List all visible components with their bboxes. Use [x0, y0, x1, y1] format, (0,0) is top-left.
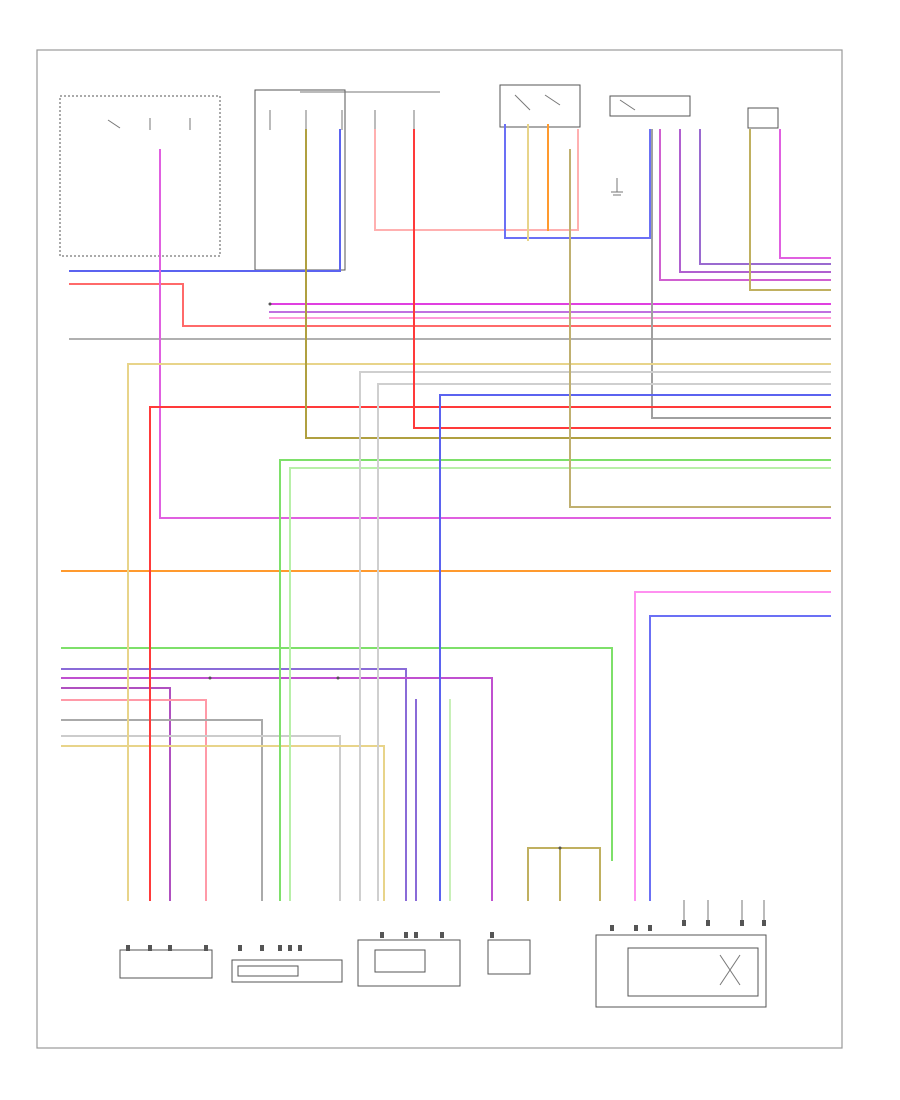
- wire-blue-relay: [504, 124, 651, 239]
- bottom-component-2: [231, 959, 343, 983]
- wire-pink-right: [634, 591, 831, 901]
- wire-yellow-lower: [61, 745, 385, 901]
- wire-green-long: [61, 647, 613, 861]
- wire-magenta-lower: [61, 677, 493, 901]
- wire-magenta-right-3: [699, 129, 831, 265]
- splice-dot-icon: [208, 302, 562, 850]
- relay-component-top: [499, 84, 581, 128]
- wire-pink-top: [374, 129, 579, 231]
- wire-olive-low: [569, 149, 831, 508]
- ground-symbol-icon: [611, 178, 623, 196]
- bottom-component-1: [119, 949, 213, 979]
- relay-component-top-right: [609, 95, 779, 129]
- wire-olive-mid: [305, 129, 831, 439]
- wire-blue-right: [649, 615, 831, 901]
- connector-pin-icon: [126, 920, 766, 951]
- wire-magenta-right-4: [779, 129, 831, 259]
- bottom-component-5: [595, 934, 767, 1008]
- fuse-block-left: [254, 89, 440, 271]
- wire-olive-bottom: [527, 847, 601, 901]
- wire-magenta-lower-2: [61, 687, 171, 901]
- top-left-component: [59, 95, 221, 257]
- wire-red-mid-2: [413, 129, 831, 429]
- wire-magenta-right-2: [659, 129, 831, 281]
- wire-magenta-left-vert: [159, 149, 831, 519]
- wire-olive-right: [749, 129, 831, 291]
- bottom-component-4: [487, 939, 531, 975]
- wire-gray-lower-2: [61, 735, 341, 901]
- wire-red-top: [69, 283, 831, 327]
- wire-violet-lower: [61, 668, 407, 901]
- wire-gray-right: [651, 129, 831, 419]
- wire-pink-lower: [61, 699, 207, 901]
- bottom-component-3: [357, 939, 461, 987]
- wire-magenta-right-1: [679, 129, 831, 273]
